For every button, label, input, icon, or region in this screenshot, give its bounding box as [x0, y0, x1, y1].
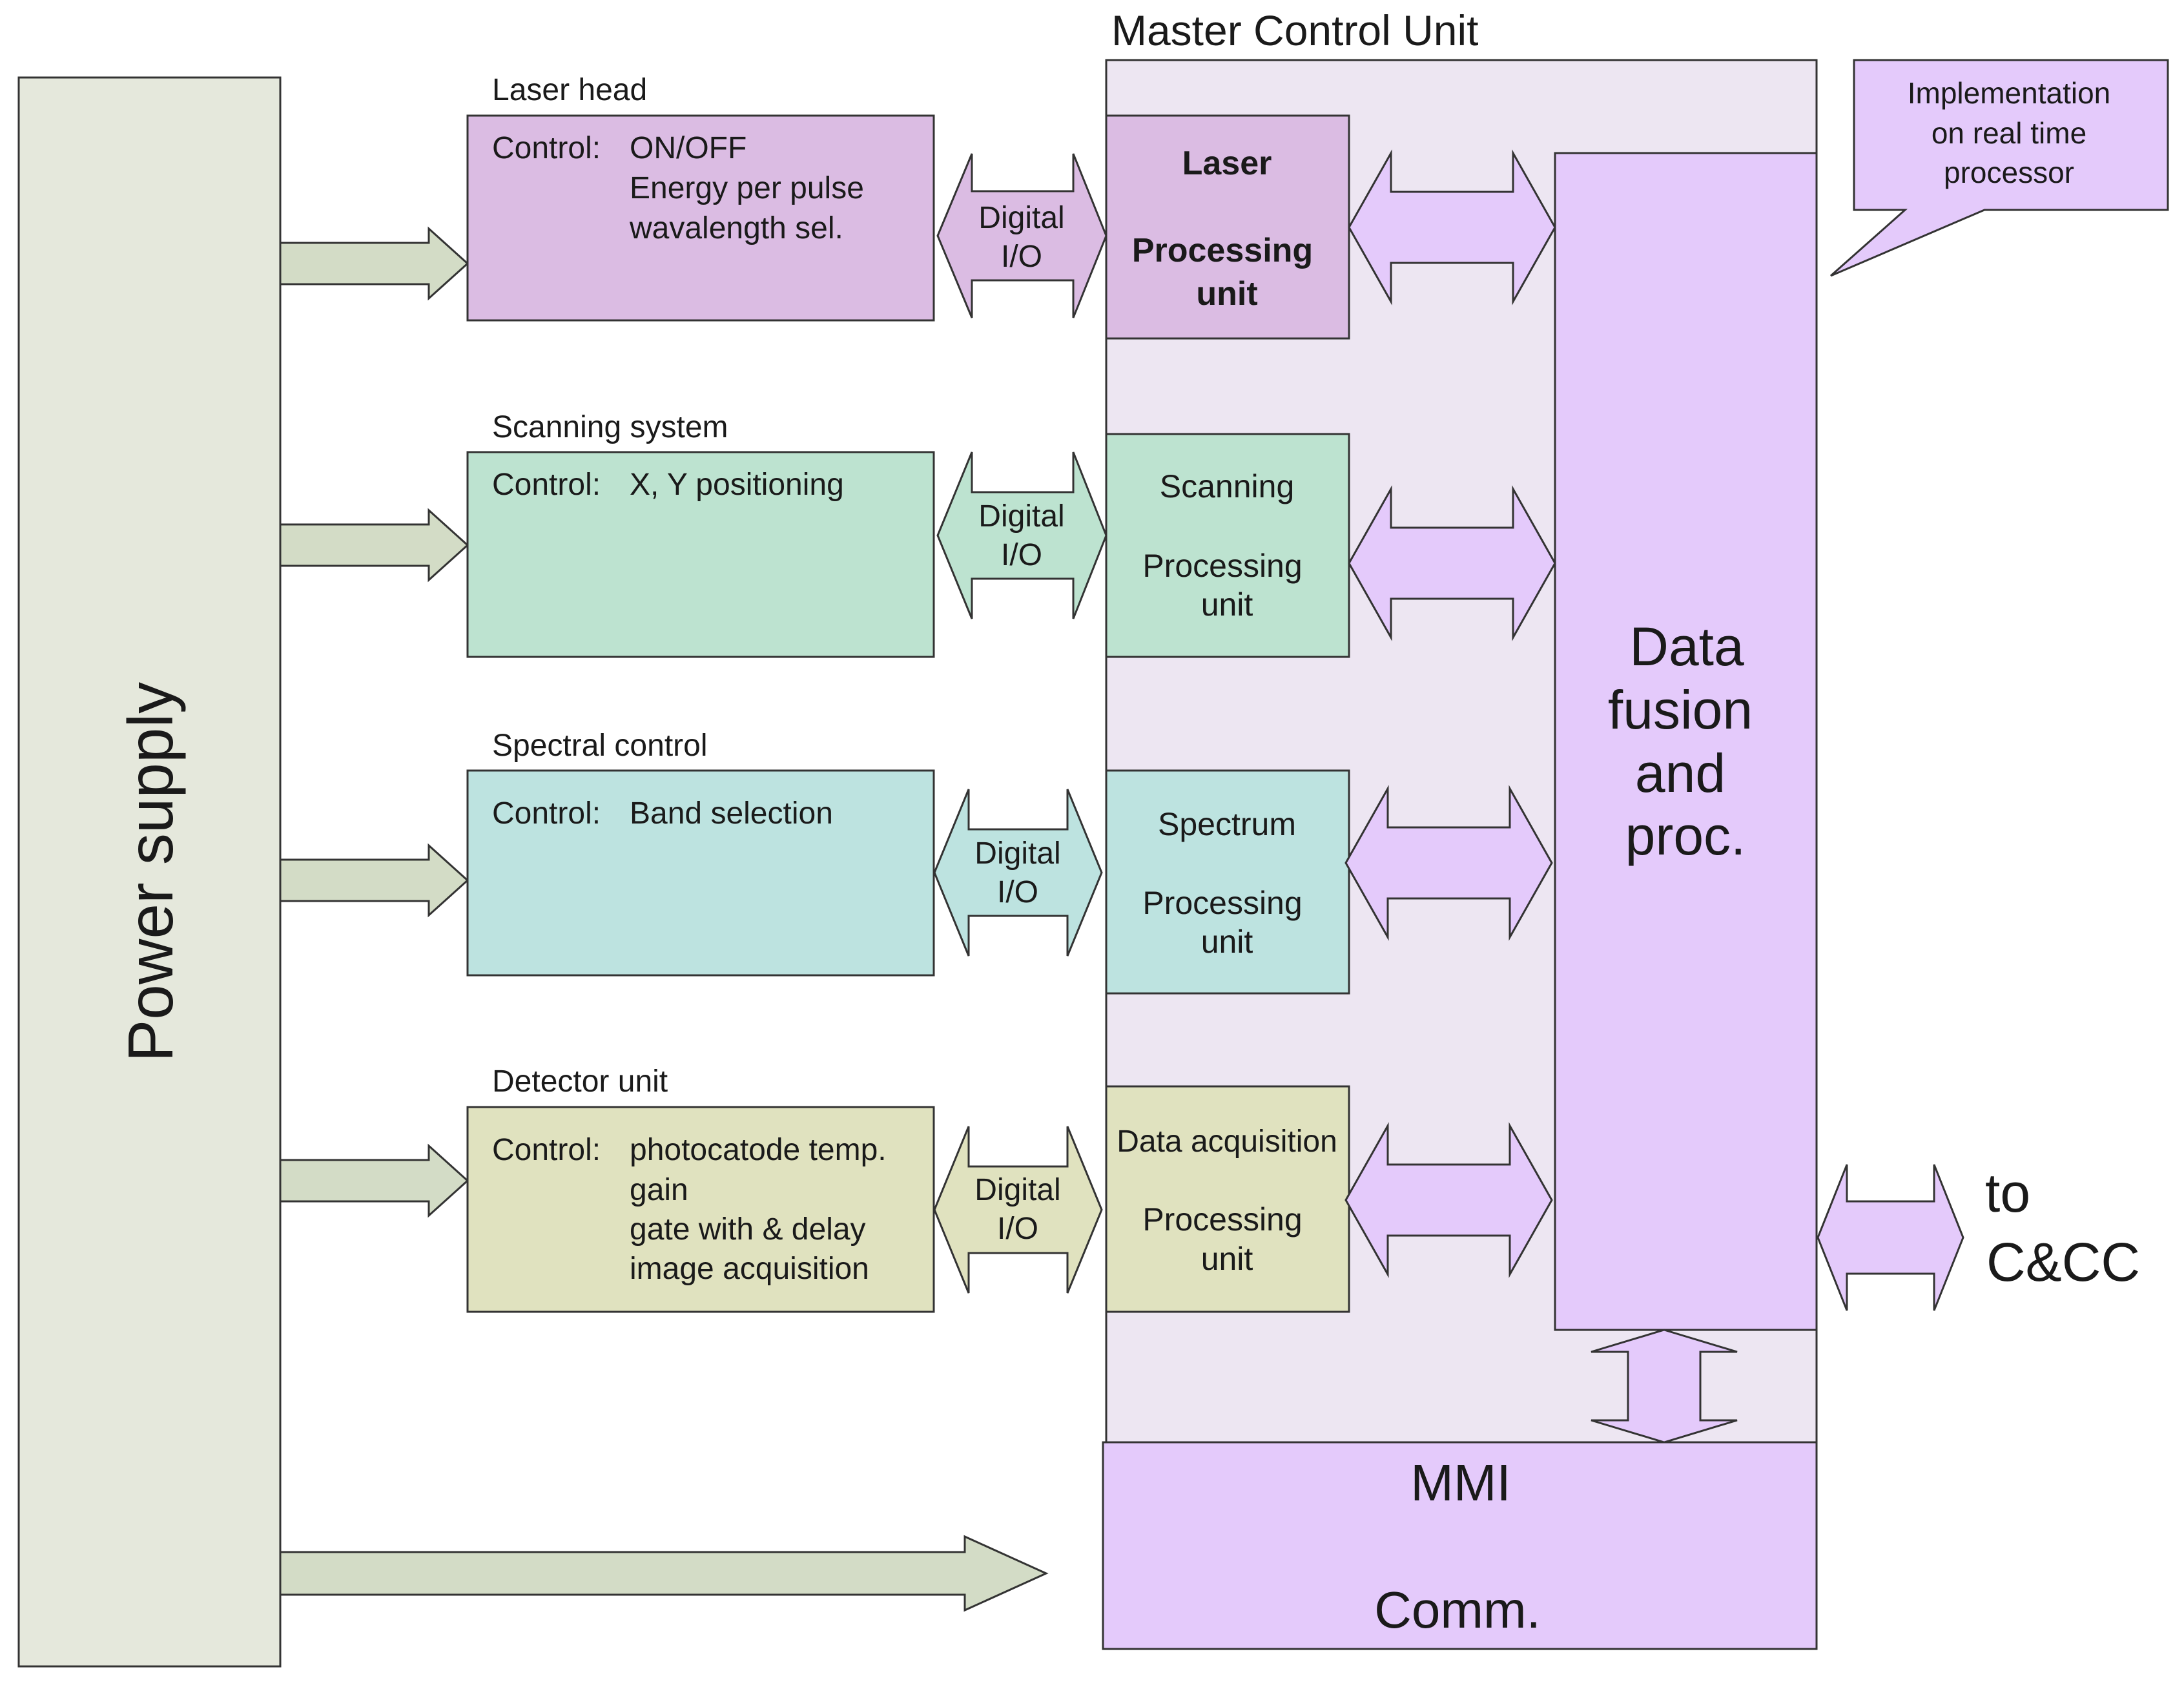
- mmi-box: [1102, 1441, 1818, 1650]
- implementation-callout: Implementation on real time processor: [1830, 59, 2169, 277]
- laser-head-box: [466, 114, 935, 322]
- spectrum-processing-unit-label: Spectrum: [1158, 806, 1296, 842]
- scanning-title: Scanning system: [492, 410, 728, 444]
- data-acquisition-processing-unit-box: [1105, 1085, 1350, 1313]
- spectral-control-label: Control:: [492, 796, 601, 831]
- detector-control-label: Control:: [492, 1133, 601, 1167]
- spectral-control-line: Band selection: [630, 796, 833, 831]
- data-fusion-box: [1554, 152, 1818, 1331]
- data-acquisition-processing-unit-label: Processing: [1142, 1201, 1302, 1238]
- callout-text: on real time: [1932, 116, 2086, 150]
- data-fusion-label: and: [1635, 743, 1726, 803]
- spectral-digital-io-label: Digital: [974, 836, 1060, 871]
- acquisition-to-fusion-arrow: [1344, 1122, 1553, 1278]
- detector-subsystem: Detector unit Control: photocatode temp.…: [466, 1064, 1553, 1313]
- scanning-digital-io-arrow: [936, 451, 1107, 619]
- scanning-digital-io-label: Digital: [978, 499, 1064, 534]
- laser-processing-unit-label: Processing: [1132, 232, 1313, 269]
- external-arrow: [1817, 1164, 1964, 1311]
- power-arrow-detector: [279, 1143, 469, 1218]
- detector-digital-io-label: I/O: [997, 1212, 1038, 1246]
- detector-title: Detector unit: [492, 1064, 668, 1099]
- data-fusion-label: Data: [1629, 616, 1744, 677]
- laser-head-control-line: ON/OFF: [630, 131, 747, 165]
- power-arrows: [279, 226, 1049, 1612]
- power-supply-label: Power supply: [115, 682, 186, 1062]
- data-acquisition-processing-unit-label: Data acquisition: [1117, 1124, 1337, 1159]
- mmi-label: MMI: [1410, 1454, 1511, 1511]
- scanning-control-line: X, Y positioning: [630, 468, 844, 502]
- callout-text: processor: [1944, 156, 2074, 189]
- scanning-subsystem: Scanning system Control: X, Y positionin…: [466, 410, 1556, 658]
- comm-label: Comm.: [1374, 1581, 1541, 1639]
- external-link: to C&CC: [1817, 1163, 2140, 1311]
- spectral-title: Spectral control: [492, 729, 708, 763]
- laser-digital-io-label: I/O: [1001, 240, 1042, 274]
- power-arrow-mmi: [279, 1535, 1049, 1612]
- scanning-processing-unit-label: Scanning: [1160, 468, 1295, 504]
- laser-head-control-line: Energy per pulse: [630, 171, 864, 205]
- detector-control-line: gate with & delay: [630, 1212, 866, 1247]
- scanning-box: [466, 451, 935, 658]
- data-fusion-label: proc.: [1625, 805, 1746, 866]
- spectral-digital-io-arrow: [933, 789, 1103, 957]
- data-fusion-block: Data fusion and proc.: [1554, 152, 1818, 1331]
- laser-digital-io-arrow: [936, 153, 1107, 318]
- detector-digital-io-label: Digital: [974, 1173, 1060, 1207]
- external-ccc-label: C&CC: [1986, 1232, 2140, 1292]
- laser-head-title: Laser head: [492, 73, 647, 107]
- data-acquisition-processing-unit-label: unit: [1201, 1241, 1253, 1277]
- spectral-box: [466, 769, 935, 977]
- laser-head-control-line: wavalength sel.: [629, 211, 843, 245]
- master-control-unit-title: Master Control Unit: [1111, 6, 1479, 54]
- spectral-digital-io-label: I/O: [997, 875, 1038, 909]
- laser-head-control-label: Control:: [492, 131, 601, 165]
- mmi-block: MMI Comm.: [1102, 1441, 1818, 1650]
- detector-control-line: gain: [630, 1173, 688, 1207]
- detector-control-line: image acquisition: [630, 1252, 869, 1286]
- spectral-subsystem: Spectral control Control: Band selection…: [466, 729, 1553, 995]
- scanning-digital-io-label: I/O: [1001, 538, 1042, 572]
- external-to-label: to: [1985, 1163, 2030, 1223]
- detector-box: [466, 1106, 935, 1313]
- laser-head-subsystem: Laser head Control: ON/OFF Energy per pu…: [466, 73, 1556, 340]
- laser-processing-unit-label: unit: [1196, 275, 1257, 313]
- spectrum-processing-unit-label: Processing: [1142, 885, 1302, 921]
- scanning-processing-unit-box: [1105, 433, 1350, 658]
- callout-bubble: [1830, 59, 2169, 277]
- power-arrow-scanning: [279, 508, 469, 583]
- scanning-processing-unit-label: Processing: [1142, 548, 1302, 584]
- laser-digital-io-label: Digital: [978, 201, 1064, 235]
- laser-processing-unit-box: [1105, 114, 1350, 340]
- callout-text: Implementation: [1908, 76, 2111, 110]
- laser-processing-unit-label: Laser: [1182, 145, 1272, 182]
- spectrum-processing-unit-label: unit: [1201, 924, 1253, 960]
- spectrum-processing-unit-box: [1105, 769, 1350, 995]
- detector-digital-io-arrow: [933, 1126, 1103, 1294]
- spectrum-to-fusion-arrow: [1344, 785, 1553, 941]
- scanning-control-label: Control:: [492, 468, 601, 502]
- detector-control-line: photocatode temp.: [630, 1133, 887, 1167]
- power-arrow-laser: [279, 226, 469, 301]
- data-fusion-label: fusion: [1608, 679, 1753, 740]
- power-supply-box: [17, 76, 282, 1668]
- power-arrow-spectral: [279, 843, 469, 918]
- power-supply: Power supply: [17, 76, 282, 1668]
- scanning-processing-unit-label: unit: [1201, 586, 1253, 623]
